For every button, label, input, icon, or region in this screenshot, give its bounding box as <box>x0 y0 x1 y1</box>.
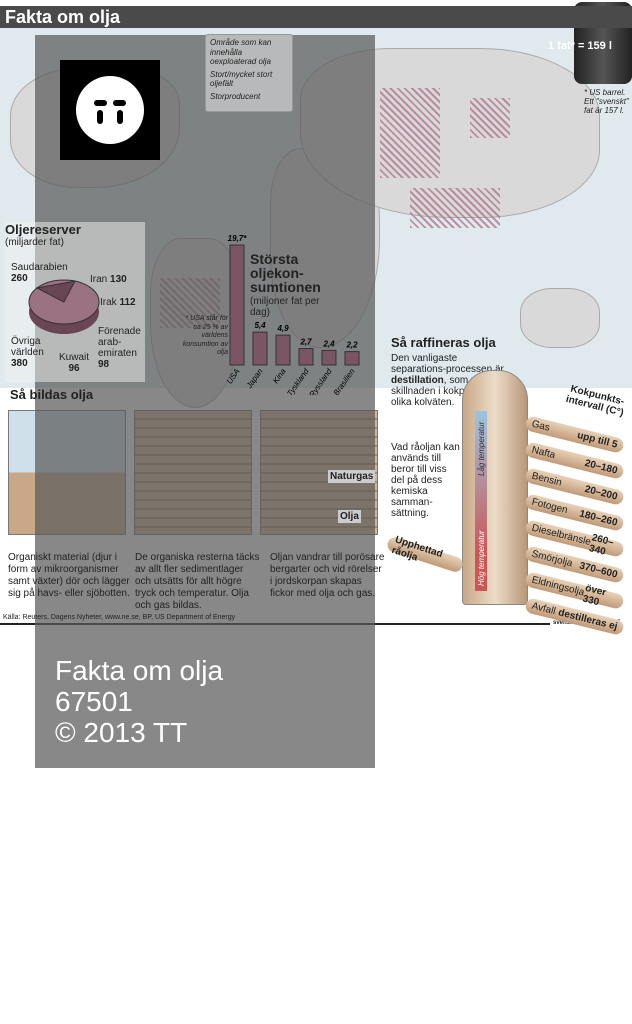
pie-label-irak: Irak 112 <box>100 297 136 308</box>
fraction-name: Dieselbränsle <box>530 522 592 548</box>
consumption-subtitle: (miljoner fat per dag) <box>250 296 320 318</box>
bar-kina <box>275 334 291 366</box>
source-text: Källa: Reuters, Dagens Nyheter, www.ne.s… <box>3 614 236 621</box>
bar-tyskland <box>298 348 314 366</box>
caption-id: 67501 <box>55 686 133 717</box>
legend-item-oilfield: Stort/mycket stort oljefält <box>210 69 273 89</box>
bar-value-label: 2,2 <box>345 341 358 350</box>
fraction-name: Nafta <box>530 444 557 462</box>
fraction-range: 20–200 <box>583 483 619 503</box>
bar-japan <box>252 331 268 366</box>
fraction-range: över 330 <box>581 582 608 608</box>
low-temp-label: Låg temperatur <box>477 421 486 476</box>
legend-item-producer: Storproducent <box>210 91 261 101</box>
fraction-name: Bensin <box>530 470 563 489</box>
map-legend: Område som kan innehålla oexploaterad ol… <box>205 34 293 112</box>
fraction-name: Avfall <box>530 600 557 618</box>
bar-brasilien <box>344 351 360 366</box>
pie-label-iran: Iran 130 <box>90 274 127 285</box>
reserves-panel: Oljereserver (miljarder fat) Saudarabien… <box>5 222 145 382</box>
bar-category-label: Brasilien <box>332 367 357 395</box>
bar-category-label: Ryssland <box>307 367 334 395</box>
reserves-subtitle: (miljarder fat) <box>5 237 64 248</box>
refining-text2: Vad råoljan kan används till beror till … <box>391 442 460 519</box>
fraction-name: Gas <box>530 418 551 434</box>
fraction-range: upp till 5 <box>575 429 619 451</box>
bar-category-label: Tyskland <box>285 367 311 395</box>
formation-step1-text: Organiskt material (djur i form av mikro… <box>8 552 130 599</box>
fraction-range: 260–340 <box>587 531 615 558</box>
caption-title: Fakta om olja <box>55 655 224 686</box>
formation-step3-text: Oljan vandrar till porösare bergarter oc… <box>270 552 385 599</box>
consumption-title: Största oljekon-sumtionen <box>250 251 321 295</box>
bar-value-label: 2,7 <box>299 338 312 347</box>
input-pipe: Upphettad råolja <box>385 534 465 574</box>
bar-value-label: 19,7* <box>228 234 248 243</box>
reserves-title: Oljereserver <box>5 222 81 237</box>
high-temp-label: Hög temperatur <box>477 530 486 586</box>
fraction-name: Smörjolja <box>530 548 574 570</box>
consumption-note: * USA står för ca 25 % av världens konsu… <box>182 315 228 356</box>
fraction-range: 180–260 <box>578 508 619 529</box>
formation-step2-text: De organiska resterna täcks av allt fler… <box>135 552 260 611</box>
boiling-header: Kokpunkts-intervall (C°) <box>564 383 626 419</box>
caption: Fakta om olja 67501 © 2013 TT <box>55 655 223 748</box>
fraction-name: Eldningsolja <box>530 574 586 599</box>
bar-category-label: Kina <box>271 367 288 386</box>
bar-value-label: 2,4 <box>322 339 335 348</box>
bar-value-label: 4,9 <box>276 324 289 333</box>
formation-title: Så bildas olja <box>10 387 94 402</box>
fraction-range: 20–180 <box>583 457 619 477</box>
fraction-name: Fotogen <box>530 496 569 517</box>
refining-title: Så raffineras olja <box>391 335 496 350</box>
label-olja: Olja <box>338 510 361 523</box>
bar-value-label: 5,4 <box>254 321 266 330</box>
fraction-range: 370–600 <box>578 560 619 581</box>
bar-ryssland <box>321 349 337 366</box>
fraction-range: destilleras ej <box>557 607 619 633</box>
reserves-pie <box>28 279 100 334</box>
barrel-note: * US barrel. Ett "svenskt" fat är 157 l. <box>584 88 629 115</box>
temperature-gradient <box>475 411 487 591</box>
distillation-column: Låg temperatur Hög temperatur <box>462 370 528 605</box>
barrel-label: 1 fat* = 159 l <box>548 40 612 52</box>
tt-logo <box>60 60 160 160</box>
bar-usa <box>229 244 245 366</box>
legend-item-hatched: Område som kan innehålla oexploaterad ol… <box>210 38 272 66</box>
caption-copyright: © 2013 TT <box>55 717 188 748</box>
label-naturgas: Naturgas <box>328 470 376 483</box>
page-title: Fakta om olja <box>0 6 632 28</box>
bar-category-label: USA <box>225 367 242 386</box>
bar-category-label: Japan <box>244 367 265 391</box>
